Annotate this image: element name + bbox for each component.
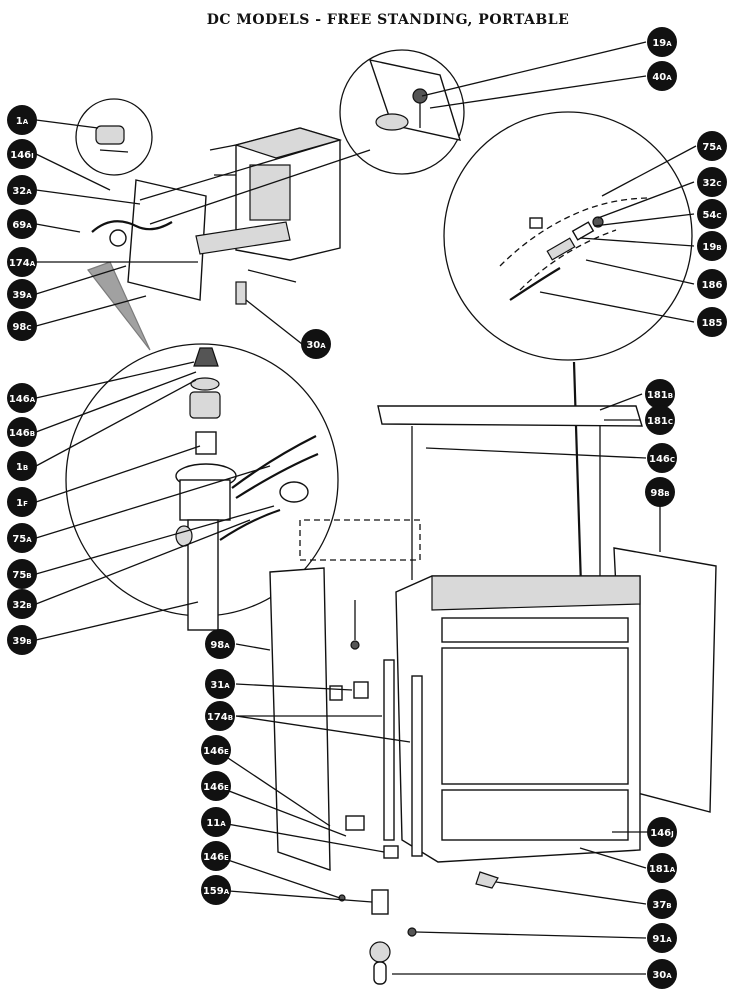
callout-75A-top: 75A (697, 131, 727, 161)
insulation-wedge (87, 261, 151, 351)
callout-146B: 146B (7, 417, 37, 447)
callout-146I: 146I (7, 139, 37, 169)
callout-75B: 75B (7, 559, 37, 589)
leader-lines (35, 41, 697, 975)
callout-39B: 39B (7, 625, 37, 655)
svg-text:146J: 146J (650, 828, 673, 839)
callout-40A: 40A (647, 61, 677, 91)
diagram-title: DC MODELS - FREE STANDING, PORTABLE (207, 12, 570, 28)
callout-146C: 146C (647, 443, 677, 473)
svg-text:19B: 19B (702, 242, 721, 253)
callout-31A: 31A (205, 669, 235, 699)
svg-text:181B: 181B (647, 390, 673, 401)
callout-19A: 19A (647, 27, 677, 57)
callout-32C: 32C (697, 167, 727, 197)
svg-text:75B: 75B (12, 570, 31, 581)
callout-30A-top: 30A (301, 329, 331, 359)
callout-69A: 69A (7, 209, 37, 239)
svg-text:181C: 181C (647, 416, 673, 427)
svg-text:146E: 146E (203, 852, 229, 863)
svg-text:1A: 1A (16, 116, 29, 127)
svg-text:146I: 146I (10, 150, 33, 161)
callout-146E-1: 146E (201, 735, 231, 765)
detail-circle-1a (75, 98, 153, 176)
callout-98A: 98A (205, 629, 235, 659)
svg-text:37B: 37B (652, 900, 671, 911)
detail-circle-bracket (339, 49, 465, 175)
callout-159A: 159A (201, 875, 231, 905)
callout-30A-bottom: 30A (647, 959, 677, 989)
svg-text:146A: 146A (9, 394, 36, 405)
callout-32A: 32A (7, 175, 37, 205)
svg-text:40A: 40A (652, 72, 672, 83)
svg-text:181A: 181A (649, 864, 676, 875)
callout-1A: 1A (7, 105, 37, 135)
svg-text:98B: 98B (650, 488, 669, 499)
svg-text:11A: 11A (206, 818, 226, 829)
callout-19B: 19B (697, 231, 727, 261)
svg-text:54C: 54C (702, 210, 721, 221)
callout-54C: 54C (697, 199, 727, 229)
callout-11A: 11A (201, 807, 231, 837)
callout-185: 185 (697, 307, 727, 337)
svg-text:32B: 32B (12, 600, 31, 611)
callout-32B: 32B (7, 589, 37, 619)
callout-174A: 174A (7, 247, 37, 277)
callout-39A: 39A (7, 279, 37, 309)
svg-text:32A: 32A (12, 186, 32, 197)
svg-text:39A: 39A (12, 290, 32, 301)
dishwasher-cabinet (269, 405, 717, 871)
svg-text:174B: 174B (207, 712, 233, 723)
callout-174B: 174B (205, 701, 235, 731)
svg-text:32C: 32C (702, 178, 721, 189)
callout-146A: 146A (7, 383, 37, 413)
callout-181C: 181C (645, 405, 675, 435)
svg-text:146E: 146E (203, 782, 229, 793)
callout-75A-left: 75A (7, 523, 37, 553)
svg-text:75A: 75A (12, 534, 32, 545)
svg-text:146C: 146C (649, 454, 675, 465)
svg-text:1F: 1F (16, 498, 28, 509)
callout-181B: 181B (645, 379, 675, 409)
svg-text:186: 186 (702, 280, 723, 291)
svg-text:146B: 146B (9, 428, 35, 439)
callout-1B: 1B (7, 451, 37, 481)
svg-text:19A: 19A (652, 38, 672, 49)
callout-91A: 91A (647, 923, 677, 953)
svg-text:39B: 39B (12, 636, 31, 647)
callout-98C: 98C (7, 311, 37, 341)
callout-146J: 146J (647, 817, 677, 847)
svg-text:98A: 98A (210, 640, 230, 651)
callout-1F: 1F (7, 487, 37, 517)
svg-text:91A: 91A (652, 934, 672, 945)
callout-98B: 98B (645, 477, 675, 507)
svg-text:31A: 31A (210, 680, 230, 691)
callout-186: 186 (697, 269, 727, 299)
callout-146E-3: 146E (201, 841, 231, 871)
svg-text:98C: 98C (12, 322, 31, 333)
svg-text:159A: 159A (203, 886, 230, 897)
callout-181A: 181A (647, 853, 677, 883)
svg-text:174A: 174A (9, 258, 36, 269)
svg-text:75A: 75A (702, 142, 722, 153)
svg-text:30A: 30A (306, 340, 326, 351)
svg-text:30A: 30A (652, 970, 672, 981)
callout-146E-2: 146E (201, 771, 231, 801)
callout-37B: 37B (647, 889, 677, 919)
svg-text:146E: 146E (203, 746, 229, 757)
svg-text:1B: 1B (16, 462, 28, 473)
control-panel-assembly (91, 127, 371, 305)
svg-text:69A: 69A (12, 220, 32, 231)
svg-text:185: 185 (702, 318, 723, 329)
